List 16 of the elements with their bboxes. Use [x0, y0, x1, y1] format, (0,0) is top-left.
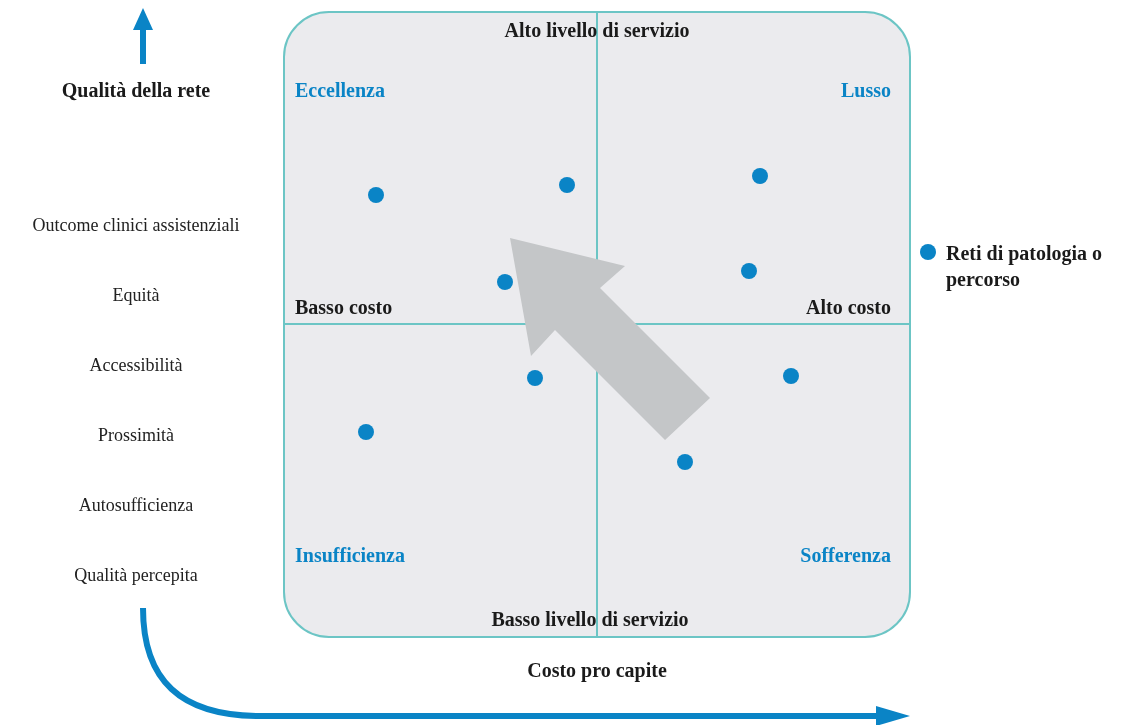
- criterion-label: Autosufficienza: [78, 496, 194, 514]
- axis-label: Basso costo: [295, 297, 393, 317]
- criterion-label: Qualità percepita: [74, 566, 198, 584]
- criterion-label: Prossimità: [98, 426, 174, 444]
- axis-label: Basso livello di servizio: [491, 609, 689, 629]
- criterion-label: Equità: [112, 286, 160, 304]
- legend-label: Reti di patologia o percorso: [946, 241, 1104, 292]
- axis-label: Alto costo: [806, 297, 891, 317]
- axis-label: Costo pro capite: [527, 660, 667, 680]
- quadrant-label: Sofferenza: [800, 545, 891, 565]
- axis-label: Qualità della rete: [61, 80, 211, 100]
- criterion-label: Outcome clinici assistenziali: [32, 216, 240, 234]
- criterion-label: Accessibilità: [89, 356, 183, 374]
- quadrant-label: Lusso: [840, 80, 891, 100]
- quadrant-label: Insufficienza: [295, 545, 405, 565]
- quadrant-label: Eccellenza: [295, 80, 385, 100]
